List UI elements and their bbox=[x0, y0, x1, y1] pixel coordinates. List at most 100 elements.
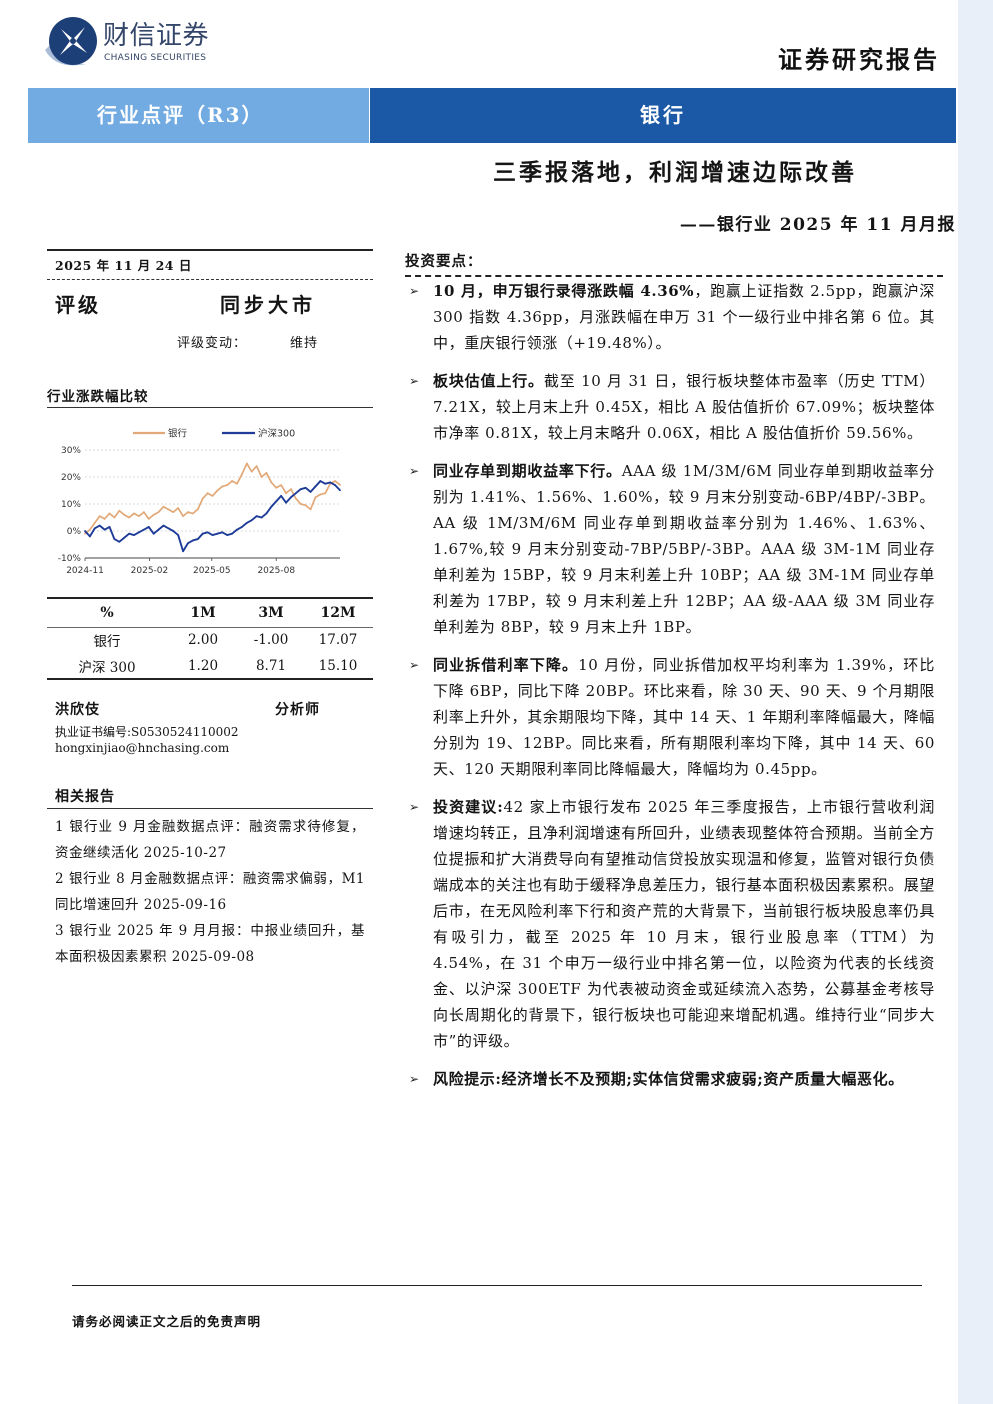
data-point-bank bbox=[270, 481, 273, 484]
data-point-csi300 bbox=[304, 486, 307, 489]
data-point-bank bbox=[103, 517, 106, 520]
analyst-role: 分析师 bbox=[275, 702, 320, 718]
data-point-bank bbox=[89, 528, 91, 531]
table-cell: 2.00 bbox=[187, 632, 219, 648]
data-point-csi300 bbox=[98, 524, 101, 527]
data-point-bank bbox=[147, 517, 150, 520]
key-points-list: 10 月，申万银行录得涨跌幅 4.36%，跑赢上证指数 2.5pp，跑赢沪深 3… bbox=[433, 278, 935, 1104]
divider bbox=[405, 275, 943, 277]
data-point-csi300 bbox=[319, 480, 322, 482]
data-point-csi300 bbox=[250, 519, 253, 522]
data-point-csi300 bbox=[280, 495, 283, 497]
data-point-csi300 bbox=[290, 496, 292, 499]
divider bbox=[47, 407, 373, 408]
data-point-csi300 bbox=[216, 532, 219, 535]
data-point-bank bbox=[216, 489, 219, 492]
data-point-csi300 bbox=[128, 532, 131, 535]
rating-label: 评级 bbox=[55, 293, 101, 317]
series-line-bank bbox=[84, 462, 341, 535]
data-point-bank bbox=[221, 485, 224, 488]
data-point-csi300 bbox=[201, 532, 204, 535]
table-cell: 17.07 bbox=[318, 632, 358, 648]
arrow-bullet-icon bbox=[409, 368, 420, 394]
table-cell: 银行 bbox=[93, 634, 121, 650]
list-item: 3 银行业 2025 年 9 月月报：中报业绩回升，基本面积极因素累积 2025… bbox=[55, 923, 365, 965]
key-point-text: 42 家上市银行发布 2025 年三季度报告，上市银行营收利润增速均转正，且净利… bbox=[433, 798, 935, 1050]
data-point-bank bbox=[172, 511, 175, 513]
table-bottom-rule bbox=[47, 678, 373, 680]
data-point-csi300 bbox=[206, 531, 209, 534]
x-tick-label: 2025-08 bbox=[257, 566, 295, 576]
series-bank bbox=[84, 462, 341, 535]
logo-emblem-icon bbox=[45, 17, 97, 66]
data-point-csi300 bbox=[294, 492, 297, 495]
data-point-bank bbox=[93, 522, 96, 524]
banner-industry-label: 银行 bbox=[640, 103, 686, 127]
logo-subtext: CHASING SECURITIES bbox=[104, 53, 207, 63]
data-point-bank bbox=[138, 515, 140, 518]
key-point: 风险提示:经济增长不及预期;实体信贷需求疲弱;资产质量大幅恶化。 bbox=[433, 1066, 935, 1092]
data-point-bank bbox=[280, 484, 283, 486]
data-point-csi300 bbox=[309, 490, 312, 493]
table-header-row: % 1M 3M 12M bbox=[47, 599, 373, 627]
data-point-bank bbox=[260, 476, 263, 478]
data-point-csi300 bbox=[113, 538, 116, 540]
data-point-bank bbox=[206, 492, 209, 495]
table-cell: -1.00 bbox=[253, 632, 289, 648]
data-point-bank bbox=[84, 532, 86, 535]
data-point-csi300 bbox=[191, 539, 194, 542]
data-point-csi300 bbox=[339, 489, 341, 492]
data-point-csi300 bbox=[245, 522, 248, 524]
chart-heading: 行业涨跌幅比较 bbox=[47, 389, 149, 405]
table-header-cell: 12M bbox=[320, 605, 356, 621]
data-point-csi300 bbox=[324, 482, 327, 485]
document-type: 证券研究报告 bbox=[778, 45, 940, 74]
data-point-csi300 bbox=[142, 528, 145, 531]
banner-category-label: 行业点评（R3） bbox=[97, 103, 264, 127]
x-tick-label: 2025-05 bbox=[193, 566, 231, 576]
data-point-bank bbox=[211, 495, 214, 497]
arrow-bullet-icon bbox=[409, 794, 420, 820]
table-header-cell: 1M bbox=[190, 605, 216, 621]
data-point-csi300 bbox=[167, 527, 170, 530]
data-point-csi300 bbox=[334, 484, 336, 486]
divider bbox=[47, 279, 373, 280]
data-point-bank bbox=[250, 470, 253, 473]
data-point-bank bbox=[339, 483, 341, 486]
data-point-csi300 bbox=[275, 500, 278, 503]
data-point-csi300 bbox=[329, 481, 332, 484]
key-point-text: ，跑赢上证指数 2.5pp，跑赢沪深 300 指数 4.36pp，月涨跌幅在申万… bbox=[433, 282, 935, 352]
data-point-csi300 bbox=[241, 526, 243, 528]
data-point-csi300 bbox=[152, 532, 155, 535]
key-point-text: AAA 级 1M/3M/6M 同业存单到期收益率分别为 1.41%、1.56%、… bbox=[433, 462, 936, 636]
report-title: 三季报落地，利润增速边际改善 bbox=[493, 159, 857, 186]
rating-value: 同步大市 bbox=[220, 293, 316, 317]
data-point-csi300 bbox=[255, 515, 258, 518]
data-point-csi300 bbox=[196, 538, 199, 540]
data-point-bank bbox=[290, 488, 292, 491]
data-point-bank bbox=[309, 508, 312, 511]
data-point-bank bbox=[133, 512, 135, 515]
data-point-bank bbox=[241, 473, 243, 476]
table-header-rule bbox=[47, 627, 373, 628]
table-row: 沪深 300 1.20 8.71 15.10 bbox=[47, 653, 373, 679]
banner-industry: 银行 bbox=[370, 88, 956, 143]
legend-label-bank: 银行 bbox=[168, 428, 188, 440]
related-reports-list: 1 银行业 9 月金融数据点评：融资需求待修复，资金继续活化 2025-10-2… bbox=[55, 814, 365, 970]
footer-divider bbox=[72, 1285, 922, 1286]
list-item: 2 银行业 8 月金融数据点评：融资需求偏弱，M1 同比增速回升 2025-09… bbox=[55, 871, 365, 913]
data-point-bank bbox=[162, 505, 165, 508]
key-point-heading: 10 月，申万银行录得涨跌幅 4.36% bbox=[433, 282, 695, 300]
data-point-bank bbox=[152, 513, 155, 516]
arrow-bullet-icon bbox=[409, 652, 420, 678]
data-point-bank bbox=[98, 515, 101, 518]
data-point-csi300 bbox=[285, 501, 287, 504]
logo-text: 财信证券 bbox=[103, 21, 210, 51]
key-point: 同业拆借利率下降。10 月份，同业拆借加权平均利率为 1.39%，环比下降 6B… bbox=[433, 652, 935, 782]
data-point-bank bbox=[255, 465, 258, 468]
data-point-bank bbox=[294, 497, 297, 500]
data-point-bank bbox=[231, 480, 234, 482]
y-tick-label: 0% bbox=[67, 527, 82, 537]
key-point-heading: 风险提示:经济增长不及预期;实体信贷需求疲弱;资产质量大幅恶化。 bbox=[433, 1070, 904, 1088]
